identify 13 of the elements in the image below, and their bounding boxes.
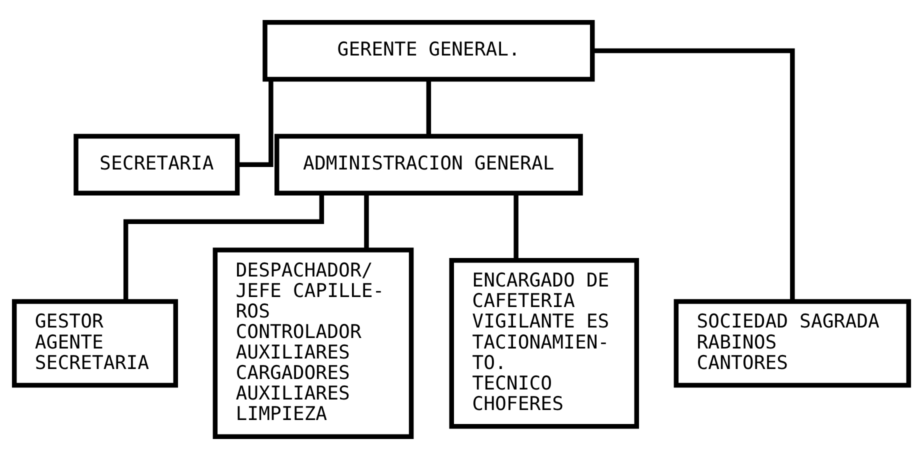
node-box: ENCARGADO DE CAFETERIA VIGILANTE ES TACIONAMIEN- TO. TECNICO CHOFERES: [449, 258, 640, 429]
node-box: SECRETARIA: [74, 134, 240, 196]
connector: [514, 193, 518, 260]
node-box: GESTOR AGENTE SECRETARIA: [12, 299, 178, 388]
node-box: SOCIEDAD SAGRADA RABINOS CANTORES: [674, 299, 912, 388]
node-box: GERENTE GENERAL.: [262, 20, 595, 82]
connector: [592, 48, 795, 302]
connector: [426, 80, 432, 136]
node-box: ADMINISTRACION GENERAL: [274, 134, 583, 196]
connector: [364, 193, 369, 250]
connector: [123, 194, 324, 301]
node-box: DESPACHADOR/ JEFE CAPILLE- ROS CONTROLADOR AUXILIARES CARGADORES AUXILIARES LIMPIEZA: [212, 248, 414, 440]
connector: [238, 80, 274, 168]
